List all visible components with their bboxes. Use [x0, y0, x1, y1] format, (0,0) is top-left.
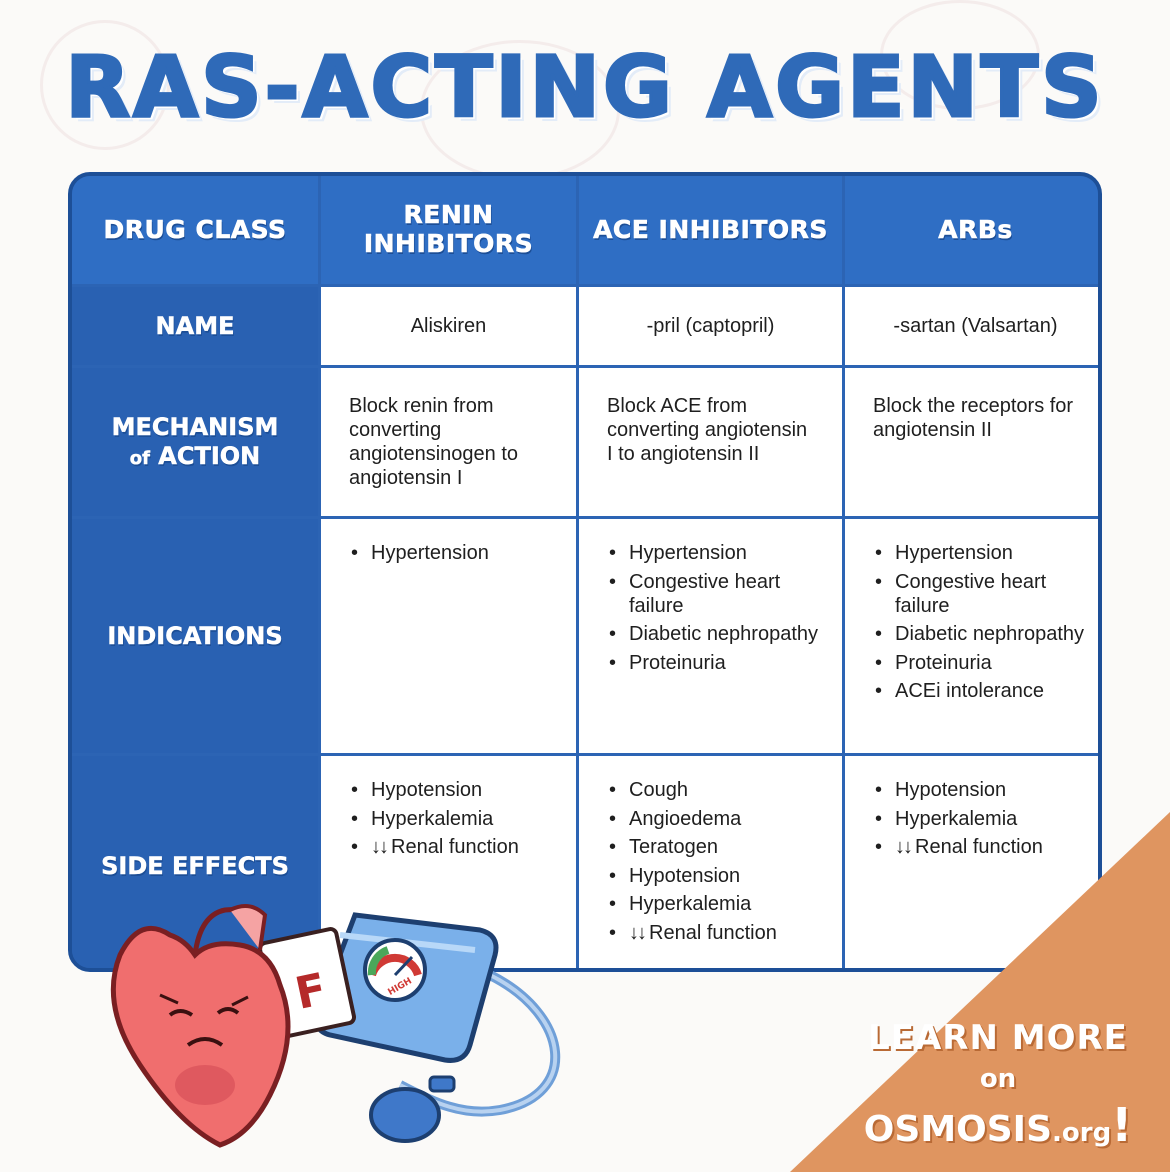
osmosis-logo[interactable]: OSMOSIS.org!	[848, 1098, 1148, 1152]
row-header-mechanism-main: MECHANISM	[111, 413, 279, 442]
list-item-text: Renal function	[391, 836, 519, 858]
osmosis-brand-bang: !	[1111, 1098, 1133, 1152]
mechanism-renin: Block renin from converting angiotensino…	[321, 368, 576, 516]
promo-text[interactable]: LEARN MORE on OSMOSIS.org!	[848, 1018, 1148, 1152]
list-item: ↓↓Renal function	[607, 921, 832, 945]
list-item: Hypertension	[873, 541, 1096, 565]
indications-arb: Hypertension Congestive heart failure Di…	[845, 519, 1098, 753]
row-header-mechanism: MECHANISM of ACTION	[72, 368, 318, 516]
name-arb: -sartan (Valsartan)	[845, 287, 1098, 365]
double-down-arrow-icon: ↓↓	[371, 836, 389, 858]
page-title: RAS-ACTING AGENTS	[64, 37, 1105, 138]
promo-on: on	[979, 1064, 1017, 1094]
comparison-table: DRUG CLASS RENIN INHIBITORS ACE INHIBITO…	[68, 172, 1102, 972]
double-down-arrow-icon: ↓↓	[629, 921, 647, 944]
list-item: Teratogen	[607, 835, 832, 859]
list-item: Hypotension	[873, 778, 1096, 802]
indications-renin-list: Hypertension	[321, 519, 576, 565]
list-item: Proteinuria	[873, 651, 1096, 675]
list-item: Proteinuria	[607, 651, 832, 675]
background-doodle	[880, 0, 1040, 110]
heart-bp-cuff-illustration: HIGH F	[110, 904, 560, 1148]
list-item-text: Renal function	[915, 836, 1043, 858]
name-renin: Aliskiren	[321, 287, 576, 365]
list-item: Hyperkalemia	[607, 892, 832, 916]
header-renin-inhibitors: RENIN INHIBITORS	[321, 176, 576, 284]
indications-renin: Hypertension	[321, 519, 576, 753]
list-item-text: Renal function	[649, 921, 777, 944]
header-renin-inhibitors-label: RENIN INHIBITORS	[363, 200, 534, 258]
mechanism-ace-text: Block ACE from converting angiotensin I …	[607, 395, 808, 465]
header-ace-inhibitors: ACE INHIBITORS	[579, 176, 842, 284]
mechanism-arb-text: Block the receptors for angiotensin II	[873, 395, 1074, 441]
mechanism-arb: Block the receptors for angiotensin II	[845, 368, 1098, 516]
osmosis-brand-main: OSMOSIS	[863, 1109, 1053, 1150]
promo-learn-more[interactable]: LEARN MORE	[868, 1018, 1128, 1058]
list-item: Diabetic nephropathy	[873, 622, 1096, 646]
mechanism-renin-text: Block renin from converting angiotensino…	[349, 395, 519, 489]
background-doodle	[40, 20, 170, 150]
side-effects-renin-list: Hypotension Hyperkalemia ↓↓Renal functio…	[321, 756, 576, 859]
row-header-indications: INDICATIONS	[72, 519, 318, 753]
list-item: Diabetic nephropathy	[607, 622, 832, 646]
list-item: ↓↓Renal function	[349, 835, 566, 859]
list-item: ↓↓Renal function	[873, 835, 1096, 859]
list-item: Congestive heart failure	[607, 570, 832, 618]
row-header-side-effects: SIDE EFFECTS	[72, 756, 318, 968]
header-drug-class: DRUG CLASS	[72, 176, 318, 284]
name-ace: -pril (captopril)	[579, 287, 842, 365]
list-item: Hyperkalemia	[873, 807, 1096, 831]
indications-ace: Hypertension Congestive heart failure Di…	[579, 519, 842, 753]
indications-ace-list: Hypertension Congestive heart failure Di…	[579, 519, 842, 675]
side-effects-ace-list: Cough Angioedema Teratogen Hypotension H…	[579, 756, 842, 945]
list-item: ACEi intolerance	[873, 679, 1096, 703]
row-header-name: NAME	[72, 287, 318, 365]
list-item: Angioedema	[607, 807, 832, 831]
header-arbs: ARBs	[845, 176, 1098, 284]
list-item: Hypotension	[349, 778, 566, 802]
list-item: Congestive heart failure	[873, 570, 1096, 618]
list-item: Hypertension	[349, 541, 566, 565]
mechanism-ace: Block ACE from converting angiotensin I …	[579, 368, 842, 516]
list-item: Hyperkalemia	[349, 807, 566, 831]
row-header-mechanism-sub: of ACTION	[112, 442, 279, 471]
row-header-mechanism-action: ACTION	[158, 442, 261, 471]
osmosis-brand-suffix: .org	[1052, 1118, 1112, 1148]
list-item: Cough	[607, 778, 832, 802]
side-effects-arb-list: Hypotension Hyperkalemia ↓↓Renal functio…	[845, 756, 1098, 859]
indications-arb-list: Hypertension Congestive heart failure Di…	[845, 519, 1098, 703]
list-item: Hypotension	[607, 864, 832, 888]
row-header-mechanism-of: of	[129, 448, 150, 470]
side-effects-ace: Cough Angioedema Teratogen Hypotension H…	[579, 756, 842, 968]
double-down-arrow-icon: ↓↓	[895, 836, 913, 858]
list-item: Hypertension	[607, 541, 832, 565]
